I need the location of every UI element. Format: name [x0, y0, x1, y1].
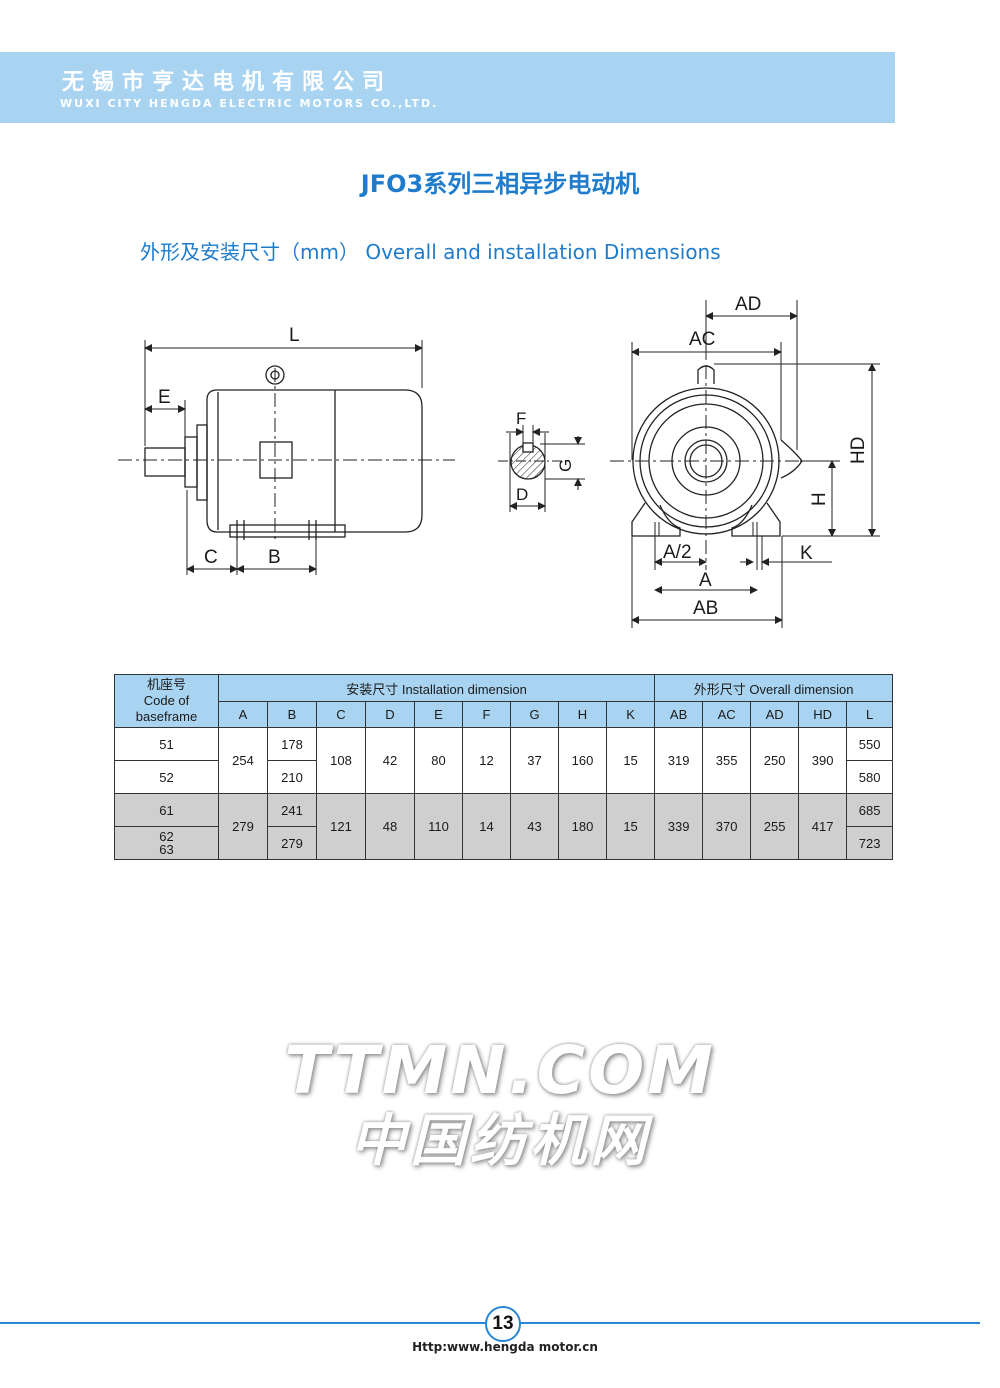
- side-view: [118, 340, 455, 575]
- cell-d: 42: [365, 727, 415, 794]
- cell-h: 180: [558, 793, 607, 860]
- cell-e: 110: [414, 793, 463, 860]
- overall-header: 外形尺寸 Overall dimension: [654, 674, 894, 702]
- cell-l: 550: [846, 727, 894, 761]
- dimension-drawing: L E C B F G D AD AC HD H K A/2 A AB: [118, 294, 880, 628]
- shaft-section: [498, 425, 585, 512]
- table-row: 62 63 279 723: [114, 826, 894, 860]
- col-header: HD: [798, 701, 848, 728]
- col-header: AD: [750, 701, 800, 728]
- cell-l: 580: [846, 760, 894, 794]
- code-cell: 62 63: [114, 826, 219, 860]
- col-header: AB: [654, 701, 704, 728]
- col-header: H: [558, 701, 607, 728]
- section-title: 外形及安装尺寸（mm） Overall and installation Dim…: [140, 240, 721, 264]
- cell-f: 12: [462, 727, 511, 794]
- code-header-en-1: Code of: [143, 693, 190, 708]
- watermark-text-cn: 中国纺机网: [350, 1109, 650, 1174]
- label-ab: AB: [693, 598, 718, 619]
- cell-g: 37: [510, 727, 559, 794]
- col-header: E: [414, 701, 463, 728]
- label-f: F: [516, 409, 526, 428]
- cell-b: 241: [267, 793, 317, 827]
- label-d: D: [516, 485, 528, 504]
- col-header: K: [605, 701, 656, 728]
- code-cell: 61: [114, 793, 219, 827]
- col-header: L: [846, 701, 894, 728]
- label-e: E: [158, 387, 171, 408]
- col-header: AC: [702, 701, 752, 728]
- label-b: B: [268, 547, 281, 568]
- table-row: 61 279 241 121 48 110 14 43 180 15 339 3…: [114, 793, 894, 860]
- cell-k: 15: [605, 793, 656, 860]
- col-header: F: [462, 701, 511, 728]
- code-cell: 52: [114, 760, 219, 794]
- cell-f: 14: [462, 793, 511, 860]
- cell-g: 43: [510, 793, 559, 860]
- label-ad: AD: [735, 294, 761, 315]
- label-hd: HD: [848, 437, 869, 464]
- cell-h: 160: [558, 727, 607, 794]
- cell-b: 279: [267, 826, 317, 860]
- cell-a: 279: [218, 793, 268, 860]
- col-header: C: [316, 701, 366, 728]
- cell-hd: 417: [798, 793, 848, 860]
- cell-hd: 390: [798, 727, 848, 794]
- label-g: G: [556, 459, 575, 472]
- cell-ac: 370: [702, 793, 752, 860]
- code-header-en-2: baseframe: [135, 709, 198, 724]
- header-band: [0, 52, 895, 123]
- table-row: 52 210 580: [114, 760, 894, 794]
- col-header: B: [267, 701, 317, 728]
- install-header: 安装尺寸 Installation dimension: [217, 674, 656, 702]
- cell-e: 80: [414, 727, 463, 794]
- dimension-table: 机座号 Code of baseframe 安装尺寸 Installation …: [114, 674, 894, 860]
- col-header: D: [365, 701, 415, 728]
- code-cell: 51: [114, 727, 219, 761]
- company-name-cn: 无锡市亨达电机有限公司: [62, 70, 393, 95]
- page-number: 13: [485, 1306, 521, 1342]
- label-l: L: [289, 325, 300, 346]
- cell-ab: 339: [654, 793, 704, 860]
- cell-d: 48: [365, 793, 415, 860]
- cell-l: 723: [846, 826, 894, 860]
- code-header: 机座号 Code of baseframe: [114, 674, 219, 728]
- front-view: [610, 300, 880, 628]
- footer-url: Http:www.hengda motor.cn: [412, 1340, 598, 1354]
- col-header: A: [218, 701, 268, 728]
- code-header-cn: 机座号: [146, 677, 186, 692]
- document-title: JFO3系列三相异步电动机: [360, 170, 640, 198]
- col-header: G: [510, 701, 559, 728]
- company-name-en: WUXI CITY HENGDA ELECTRIC MOTORS CO.,LTD…: [60, 97, 439, 110]
- cell-k: 15: [605, 727, 656, 794]
- cell-ab: 319: [654, 727, 704, 794]
- cell-b: 178: [267, 727, 317, 761]
- cell-ac: 355: [702, 727, 752, 794]
- label-a-half: A/2: [663, 542, 692, 563]
- label-k: K: [800, 543, 813, 564]
- label-c: C: [204, 547, 218, 568]
- watermark-text: TTMN.COM: [284, 1032, 716, 1109]
- cell-ad: 250: [750, 727, 800, 794]
- label-h: H: [809, 492, 830, 506]
- cell-ad: 255: [750, 793, 800, 860]
- label-a: A: [699, 570, 712, 591]
- cell-c: 108: [316, 727, 366, 794]
- cell-a: 254: [218, 727, 268, 794]
- table-row: 51 254 178 108 42 80 12 37 160 15 319 35…: [114, 727, 894, 794]
- cell-l: 685: [846, 793, 894, 827]
- label-ac: AC: [689, 329, 715, 350]
- cell-c: 121: [316, 793, 366, 860]
- cell-b: 210: [267, 760, 317, 794]
